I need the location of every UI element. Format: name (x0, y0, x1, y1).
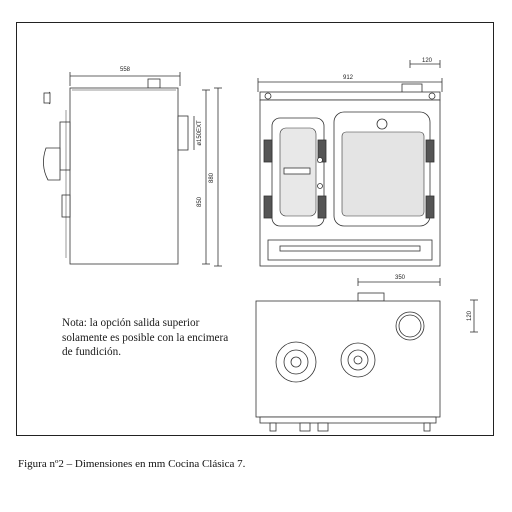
front-view: 912 120 (257, 58, 443, 267)
side-flue-label: ø150EXT (197, 120, 203, 146)
side-height-outer-label: 880 (209, 172, 215, 183)
drawing-frame (16, 22, 494, 436)
note-text: Nota: la opción salida superior solament… (62, 317, 229, 358)
front-flue-offset-label: 120 (422, 58, 433, 64)
top-view: 350 120 (255, 275, 478, 432)
side-width-label: 558 (120, 67, 131, 73)
top-flue-offset-y-label: 120 (467, 310, 473, 321)
side-height-inner-label: 850 (197, 196, 203, 207)
top-flue-offset-x-label: 350 (395, 275, 406, 281)
front-width-label: 912 (343, 75, 354, 81)
side-view: 558 ø150EXT 850 880 (43, 67, 222, 267)
figure-caption: Figura nº2 – Dimensiones en mm Cocina Cl… (18, 458, 246, 470)
